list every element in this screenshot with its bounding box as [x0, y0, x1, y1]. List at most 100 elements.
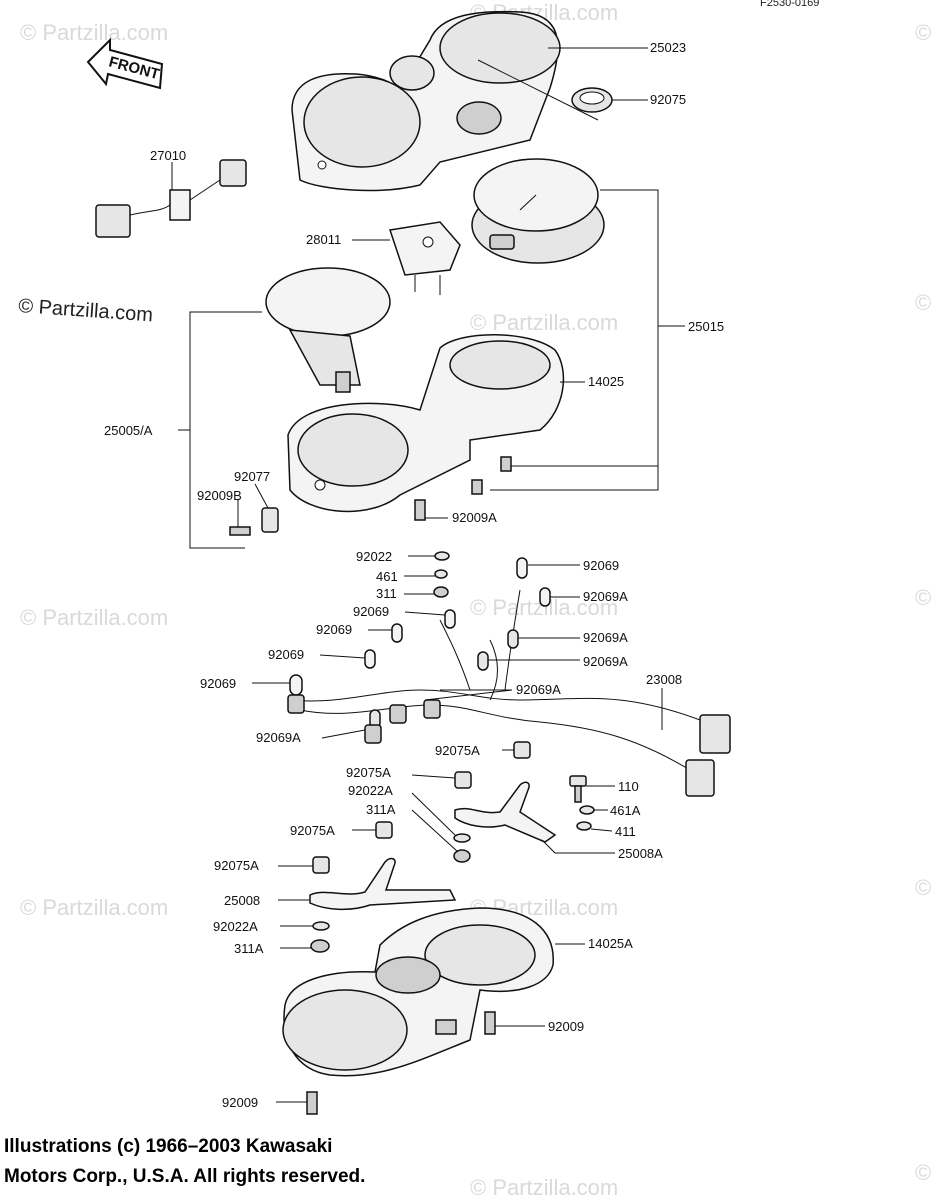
wiring-harness: [289, 589, 701, 771]
label-92069: 92069: [353, 604, 389, 619]
screw-92009: [306, 1091, 318, 1115]
label-92075a: 92075A: [214, 858, 259, 873]
watermark: © Partzilla.com: [470, 1175, 618, 1200]
watermark: © Partzilla.com: [20, 605, 168, 630]
label-92075a: 92075A: [435, 743, 480, 758]
label-92069a: 92069A: [583, 589, 628, 604]
meter-cover-25023: [291, 10, 561, 192]
tachometer-25015: [471, 158, 605, 264]
diagram-code: F2530-0169: [760, 0, 819, 9]
label-92069: 92069: [583, 558, 619, 573]
label-92075a: 92075A: [290, 823, 335, 838]
grommet-92075a: [375, 821, 393, 839]
label-311a: 311A: [366, 802, 396, 817]
gear-92077: [261, 507, 279, 533]
washer-92022a: [312, 921, 330, 931]
screw-92009b: [229, 526, 251, 536]
watermark: ©: [915, 875, 931, 900]
socket-icon: [364, 724, 382, 744]
label-92009: 92009: [222, 1095, 258, 1110]
connector-23008: [685, 714, 731, 797]
label-311a: 311A: [234, 941, 264, 956]
bulb-icon: [391, 623, 403, 643]
socket-icon: [287, 694, 305, 714]
label-92022: 92022: [356, 549, 392, 564]
lock-washer-461: [434, 569, 448, 579]
label-110: 110: [618, 779, 639, 794]
label-25005a: 25005/A: [104, 423, 153, 438]
label-92022a: 92022A: [348, 783, 393, 798]
screw-92009a: [414, 499, 426, 521]
grommet-92075a: [513, 741, 531, 759]
label-92069a: 92069A: [256, 730, 301, 745]
label-14025a: 14025A: [588, 936, 633, 951]
washer-92022: [434, 551, 450, 561]
label-92069: 92069: [316, 622, 352, 637]
lock-washer-461a: [579, 805, 595, 815]
bolt-110: [569, 775, 587, 803]
watermark: © Partzilla.com: [470, 310, 618, 335]
watermark: © Partzilla.com: [20, 20, 168, 45]
screw-icon: [471, 479, 483, 495]
label-25023: 25023: [650, 40, 686, 55]
bulb-icon: [539, 587, 551, 607]
label-92069a: 92069A: [516, 682, 561, 697]
grommet-92075a: [454, 771, 472, 789]
nut-311: [433, 586, 449, 598]
label-92022a: 92022A: [213, 919, 258, 934]
bulb-icon: [289, 674, 303, 696]
copyright-line-1: Illustrations (c) 1966–2003 Kawasaki: [4, 1136, 333, 1157]
main-watermark: © Partzilla.com: [18, 295, 154, 326]
meter-case-14025a: [282, 907, 554, 1077]
label-28011: 28011: [306, 232, 341, 247]
label-92069a: 92069A: [583, 654, 628, 669]
unit-28011: [389, 221, 461, 295]
speedometer-25005a: [265, 267, 391, 393]
label-92075a: 92075A: [346, 765, 391, 780]
copyright-line-2: Motors Corp., U.S.A. All rights reserved…: [4, 1166, 366, 1187]
label-92009: 92009: [548, 1019, 584, 1034]
grommet-92075a: [312, 856, 330, 874]
label-311: 311: [376, 586, 397, 601]
label-92077: 92077: [234, 469, 270, 484]
socket-icon: [389, 704, 407, 724]
label-92075: 92075: [650, 92, 686, 107]
grommet-92075: [571, 87, 613, 113]
label-411: 411: [615, 824, 636, 839]
label-25015: 25015: [688, 319, 724, 334]
bulb-icon: [507, 629, 519, 649]
socket-icon: [423, 699, 441, 719]
copyright-notice: Illustrations (c) 1966–2003 Kawasaki Mot…: [4, 1132, 365, 1192]
label-92069: 92069: [200, 676, 236, 691]
label-461a: 461A: [610, 803, 641, 818]
screw-icon: [500, 456, 512, 472]
bracket-25008: [309, 857, 457, 911]
switch-27010: [95, 159, 247, 238]
bracket-25008a: [454, 781, 557, 843]
label-461: 461: [376, 569, 398, 584]
bulb-icon: [364, 649, 376, 669]
label-92009a: 92009A: [452, 510, 497, 525]
watermark: ©: [915, 585, 931, 610]
label-25008a: 25008A: [618, 846, 663, 861]
washer-92022a: [453, 833, 471, 843]
label-27010: 27010: [150, 148, 186, 163]
label-14025: 14025: [588, 374, 624, 389]
bulb-icon: [444, 609, 456, 629]
watermark: ©: [915, 290, 931, 315]
label-92069a: 92069A: [583, 630, 628, 645]
nut-311a: [310, 939, 330, 953]
washer-411: [576, 821, 592, 831]
label-25008: 25008: [224, 893, 260, 908]
label-92069: 92069: [268, 647, 304, 662]
meter-case-14025: [287, 334, 565, 513]
bulb-icon: [477, 651, 489, 671]
watermark: ©: [915, 1160, 931, 1185]
watermark: © Partzilla.com: [20, 895, 168, 920]
label-23008: 23008: [646, 672, 682, 687]
bulb-icon: [516, 557, 528, 579]
label-92009b: 92009B: [197, 488, 242, 503]
screw-92009: [484, 1011, 496, 1035]
nut-311a: [453, 849, 471, 863]
